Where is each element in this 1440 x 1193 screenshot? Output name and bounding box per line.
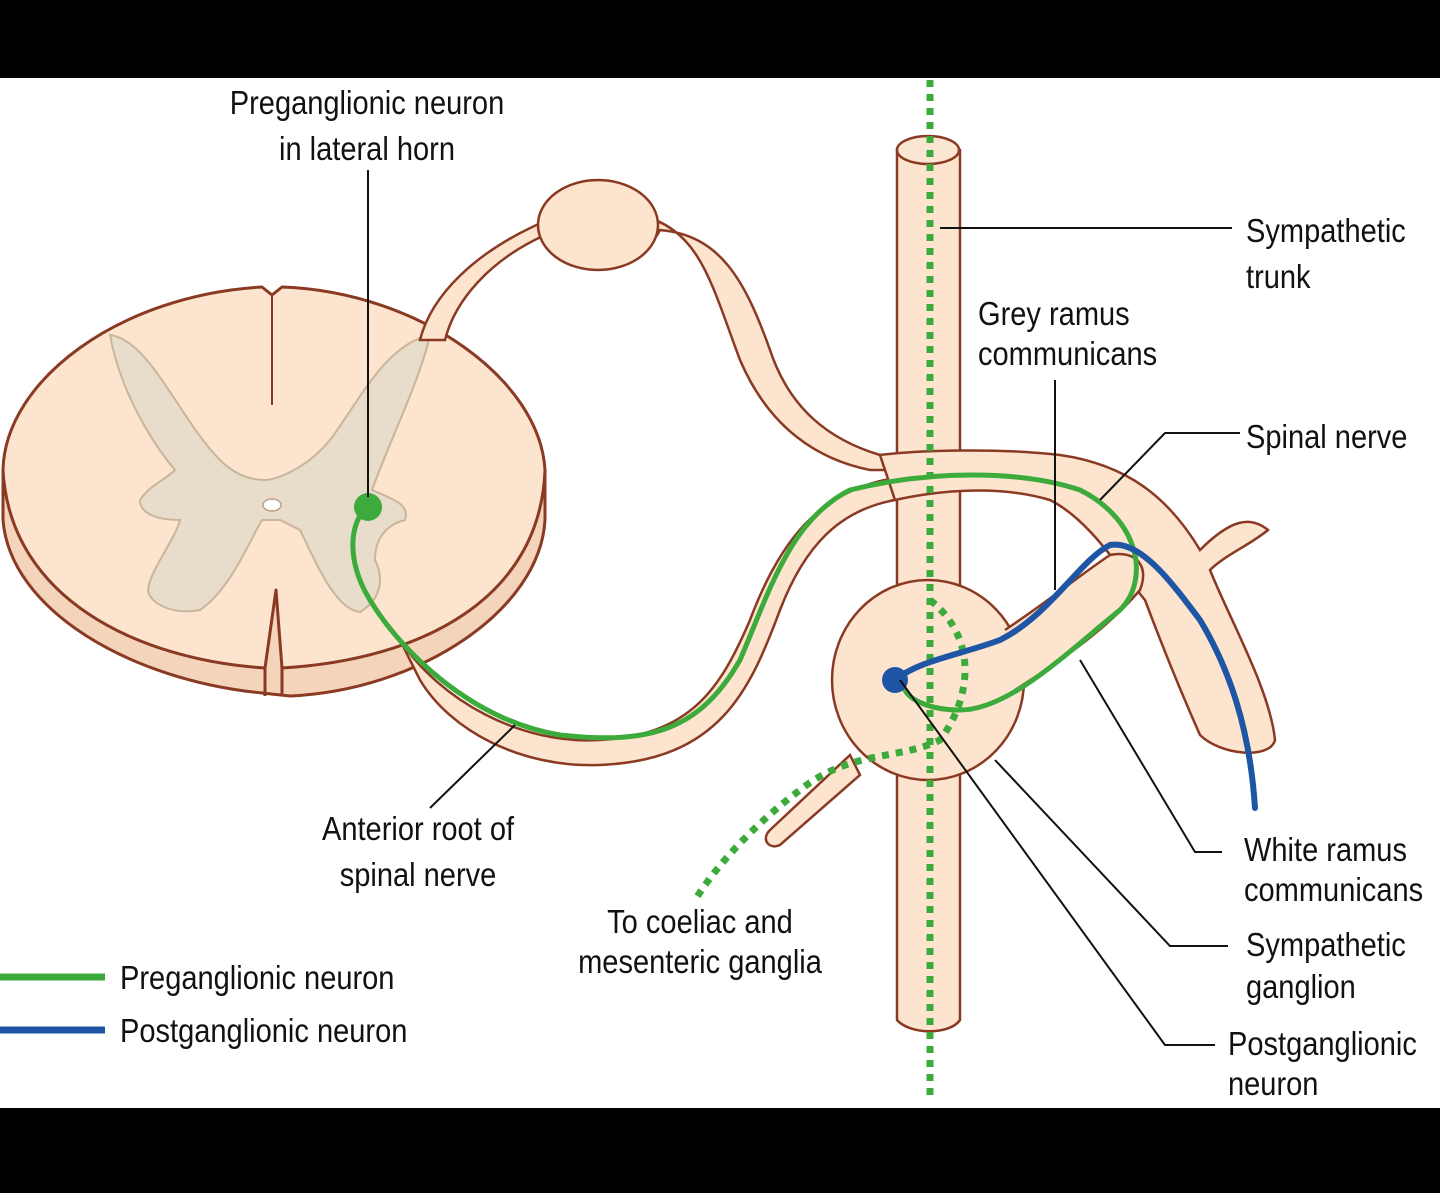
label-line: ganglion [1246, 968, 1356, 1005]
label-grey-ramus: Grey ramus communicans [978, 294, 1157, 374]
label-line: White ramus [1244, 831, 1407, 868]
label-line: Grey ramus [978, 295, 1130, 332]
legend-postganglionic: Postganglionic neuron [120, 1008, 407, 1054]
label-line: Spinal nerve [1246, 418, 1408, 455]
label-line: communicans [1244, 871, 1424, 908]
label-line: communicans [978, 335, 1158, 372]
legend-label: Preganglionic neuron [120, 959, 395, 996]
label-line: in lateral horn [279, 130, 455, 167]
postganglionic-cell-body [882, 667, 908, 693]
legend-label: Postganglionic neuron [120, 1012, 408, 1049]
spinal-nerve-shape [878, 449, 1277, 754]
dorsal-root-ganglion [536, 178, 660, 272]
label-line: neuron [1228, 1065, 1319, 1102]
postganglionic-path [892, 541, 1258, 811]
preganglionic-path [350, 472, 1139, 741]
label-sympathetic-ganglion: Sympathetic ganglion [1246, 924, 1406, 1008]
label-sympathetic-trunk: Sympathetic trunk [1246, 208, 1406, 300]
sympathetic-ganglion-shape [830, 578, 1026, 782]
label-spinal-nerve: Spinal nerve [1246, 414, 1407, 460]
preganglionic-cell-body [354, 493, 382, 521]
central-canal [262, 498, 282, 512]
label-line: Postganglionic [1228, 1025, 1417, 1062]
label-line: Sympathetic [1246, 212, 1406, 249]
grey-matter [108, 333, 432, 614]
label-white-ramus: White ramus communicans [1244, 830, 1423, 910]
label-postganglionic-neuron: Postganglionic neuron [1228, 1024, 1417, 1104]
legend-preganglionic: Preganglionic neuron [120, 955, 394, 1001]
label-line: trunk [1246, 258, 1311, 295]
label-line: To coeliac and [607, 903, 793, 940]
label-preganglionic-lateral-horn: Preganglionic neuron in lateral horn [224, 80, 511, 172]
splanchnic-nerve [764, 752, 862, 848]
label-line: Preganglionic neuron [229, 84, 505, 121]
label-line: mesenteric ganglia [578, 943, 822, 980]
coeliac-dotted-fibre [692, 597, 969, 902]
label-line: Anterior root of [321, 810, 515, 847]
label-line: Sympathetic [1246, 926, 1406, 963]
label-anterior-root: Anterior root of spinal nerve [312, 806, 523, 898]
leader-lines [367, 170, 1240, 1046]
label-line: spinal nerve [339, 856, 497, 893]
label-coeliac: To coeliac and mesenteric ganglia [570, 902, 830, 982]
